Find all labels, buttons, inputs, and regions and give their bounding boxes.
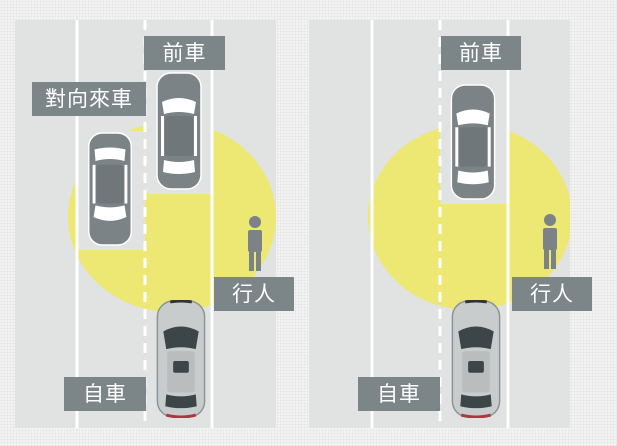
ego-car xyxy=(451,300,501,418)
label-front-car: 前車 xyxy=(441,36,521,70)
label-oncoming-car: 對向來車 xyxy=(32,82,146,116)
label-pedestrian: 行人 xyxy=(214,277,294,311)
ego-car xyxy=(155,300,207,418)
label-ego-car: 自車 xyxy=(64,377,146,411)
label-ego-car: 自車 xyxy=(358,377,440,411)
detection-zone xyxy=(368,124,570,310)
label-pedestrian: 行人 xyxy=(512,277,592,311)
label-front-car: 前車 xyxy=(144,36,225,70)
front-car xyxy=(450,84,496,200)
oncoming-car xyxy=(87,132,133,246)
right-panel xyxy=(309,20,570,428)
front-car xyxy=(156,72,202,190)
